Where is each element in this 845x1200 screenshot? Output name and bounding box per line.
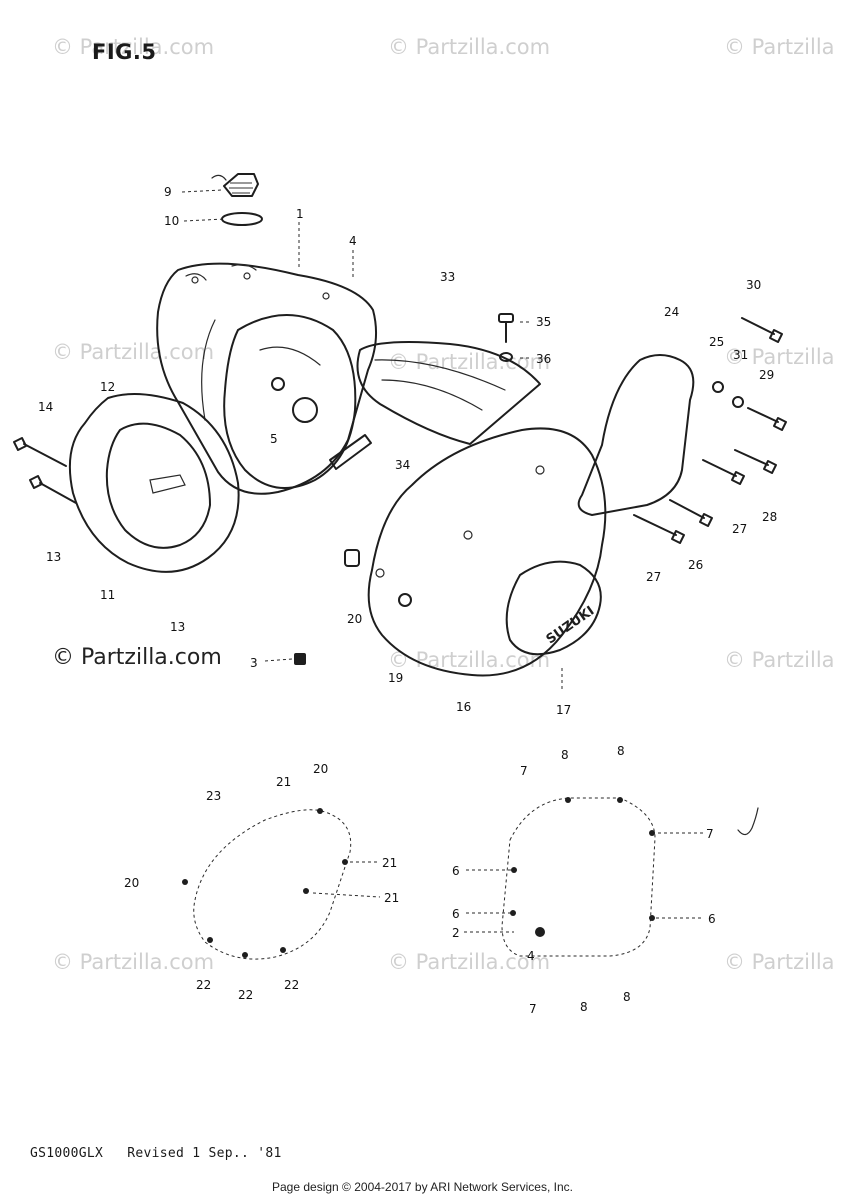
callout-8: 8 — [580, 1000, 588, 1014]
callout-22: 22 — [238, 988, 254, 1002]
watermark: © Partzilla — [724, 648, 835, 672]
watermark-dark: © Partzilla.com — [52, 645, 222, 670]
small-bolts — [633, 317, 787, 544]
lower-left-gasket — [182, 808, 352, 960]
bolt-35 — [498, 313, 514, 362]
model-code: GS1000GLX — [30, 1146, 104, 1161]
watermark: © Partzilla — [724, 345, 835, 369]
brand-badge: SUZUKI — [544, 604, 598, 648]
watermark: © Partzilla.com — [52, 950, 215, 974]
callout-9: 9 — [164, 185, 172, 199]
left-crankcase-cover — [156, 262, 378, 495]
callout-31: 30 — [746, 278, 762, 292]
watermark: © Partzilla.com — [52, 35, 215, 59]
dowel-pin — [344, 549, 360, 567]
callout-32: 31 — [733, 348, 749, 362]
callout-4: 4 — [527, 949, 535, 963]
callout-23: 23 — [206, 789, 222, 803]
callout-28: 27 — [732, 522, 748, 536]
callout-33: 33 — [440, 270, 456, 284]
callout-17: 17 — [556, 703, 572, 717]
callout-21: 21 — [276, 775, 292, 789]
callout-8: 8 — [561, 748, 569, 762]
callout-25: 25 — [709, 335, 725, 349]
callout-24: 24 — [664, 305, 680, 319]
callout-6: 6 — [452, 864, 460, 878]
callout-6: 6 — [452, 907, 460, 921]
callout-6: 6 — [708, 912, 716, 926]
callout-14: 13 — [46, 550, 62, 564]
callout-1: 1 — [296, 207, 304, 221]
cover-gasket — [577, 354, 695, 516]
callout-2: 2 — [452, 926, 460, 940]
callout-3: 3 — [250, 656, 258, 670]
callout-21: 21 — [382, 856, 398, 870]
watermark: © Partzilla.com — [388, 950, 551, 974]
callout-34: 34 — [395, 458, 411, 472]
watermark: © Partzilla — [724, 950, 835, 974]
callout-10: 10 — [164, 214, 180, 228]
screw-3 — [294, 653, 306, 665]
callout-13: 13 — [170, 620, 186, 634]
callout-27: 27 — [646, 570, 662, 584]
callout-35: 35 — [536, 315, 552, 329]
lower-right-gasket — [501, 797, 759, 957]
callout-30: 29 — [759, 368, 775, 382]
callout-22: 22 — [284, 978, 300, 992]
callout-20: 20 — [313, 762, 329, 776]
callout-4: 4 — [349, 234, 357, 248]
rotor-ring — [68, 393, 240, 573]
callout-20: 20 — [124, 876, 140, 890]
callout-21: 21 — [384, 891, 400, 905]
long-bolts — [13, 437, 77, 504]
callout-22: 22 — [196, 978, 212, 992]
watermark: © Partzilla — [724, 35, 835, 59]
oil-filler-cap — [211, 173, 263, 226]
model-revision: GS1000GLX Revised 1 Sep.. '81 — [30, 1146, 298, 1161]
callout-15: 14 — [38, 400, 54, 414]
callout-36: 36 — [536, 352, 552, 366]
callout-26: 26 — [688, 558, 704, 572]
page-footer: Page design © 2004-2017 by ARI Network S… — [271, 1180, 573, 1194]
callout-29: 28 — [762, 510, 778, 524]
callout-12: 12 — [100, 380, 116, 394]
callout-8: 8 — [617, 744, 625, 758]
breather-cover — [356, 341, 541, 445]
watermark: © Partzilla.com — [52, 340, 215, 364]
figure-title: FIG.5 — [92, 40, 157, 64]
watermark: © Partzilla.com — [388, 35, 551, 59]
callout-8: 8 — [623, 990, 631, 1004]
revision-date: Revised 1 Sep.. '81 — [127, 1146, 282, 1161]
callout-7: 7 — [706, 827, 714, 841]
callout-16: 16 — [456, 700, 472, 714]
callout-19: 20 — [347, 612, 363, 626]
callout-11: 11 — [100, 588, 116, 602]
leader-lines — [181, 189, 704, 933]
callout-18: 19 — [388, 671, 404, 685]
callout-7: 7 — [520, 764, 528, 778]
callout-5: 5 — [270, 432, 278, 446]
callout-7: 7 — [529, 1002, 537, 1016]
